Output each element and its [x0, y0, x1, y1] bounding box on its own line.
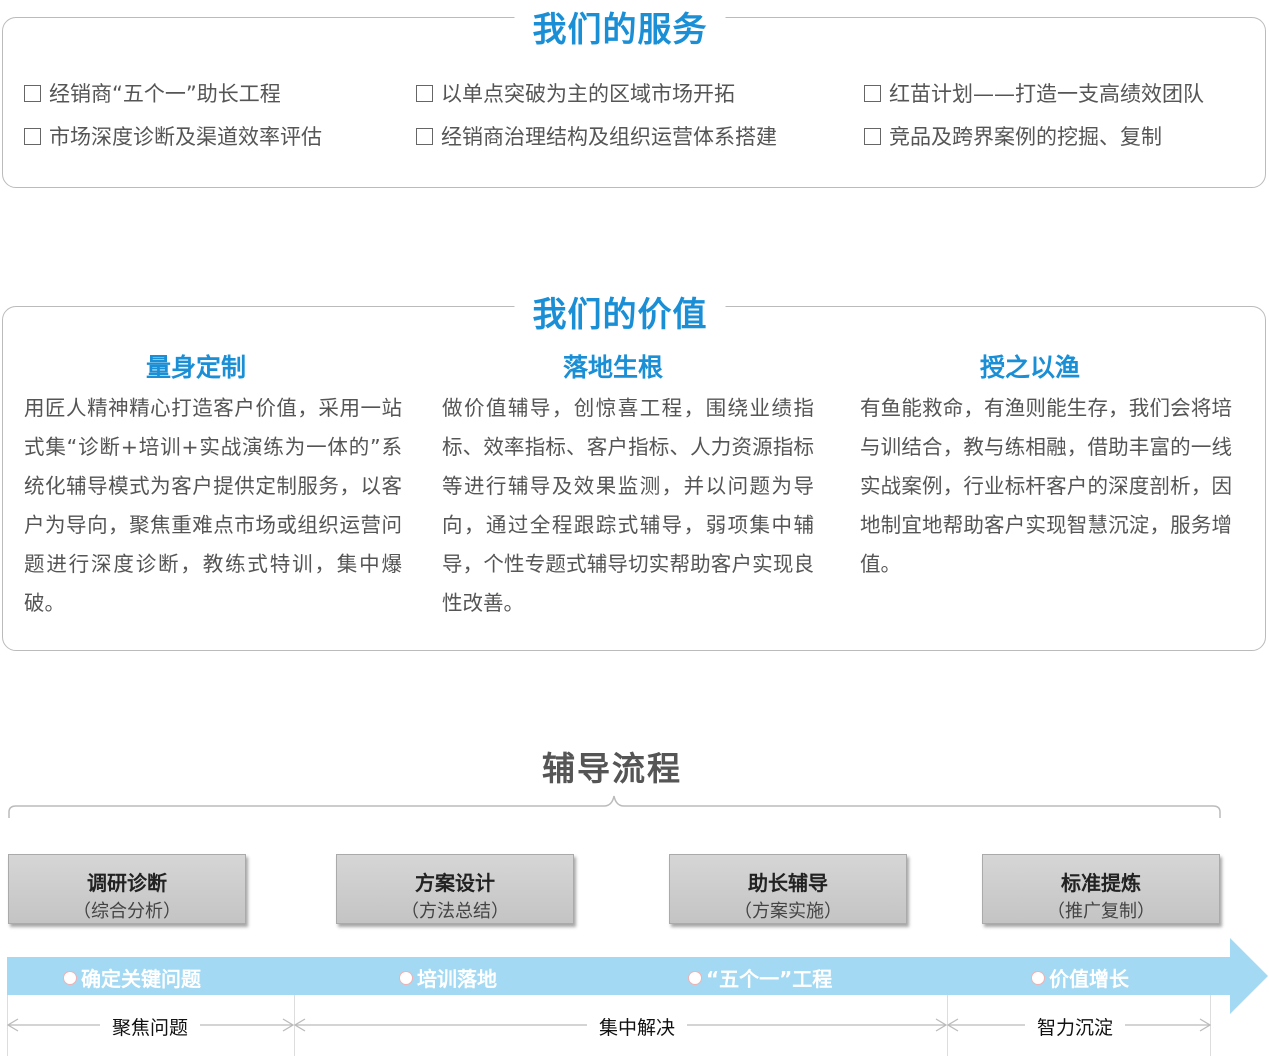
service-item: 红苗计划——打造一支高绩效团队	[864, 78, 1204, 108]
step-sub: （方法总结）	[401, 901, 509, 922]
milestone: “五个一”工程	[688, 963, 832, 992]
process-title: 辅导流程	[542, 749, 682, 788]
step-name: 标准提炼	[1061, 871, 1141, 895]
service-item: 经销商治理结构及组织运营体系搭建	[416, 121, 777, 151]
checkbox-icon	[416, 84, 433, 102]
milestone-label: “五个一”工程	[706, 967, 833, 991]
service-item: 经销商“五个一”助长工程	[24, 78, 281, 108]
step-sub: （推广复制）	[1047, 901, 1155, 922]
arrow-head-icon	[1230, 938, 1268, 1014]
service-label: 经销商“五个一”助长工程	[49, 82, 281, 106]
step-sub: （方案实施）	[734, 901, 842, 922]
checkbox-icon	[864, 127, 881, 145]
checkbox-icon	[864, 84, 881, 102]
service-item: 市场深度诊断及渠道效率评估	[24, 121, 322, 151]
milestone: 价值增长	[1031, 963, 1129, 992]
circle-icon	[399, 970, 413, 985]
step-coaching: 助长辅导 （方案实施）	[669, 854, 907, 924]
phase-label: 聚焦问题	[99, 1013, 201, 1040]
step-name: 方案设计	[415, 871, 495, 895]
milestone: 确定关键问题	[63, 963, 201, 992]
circle-icon	[63, 970, 77, 985]
value-heading: 量身定制	[145, 353, 247, 382]
service-label: 以单点突破为主的区域市场开拓	[441, 82, 735, 106]
value-text: 用匠人精神精心打造客户价值，采用一站式集“诊断+培训+实战演练为一体的”系统化辅…	[24, 396, 402, 615]
milestone: 培训落地	[399, 963, 497, 992]
brace-divider	[8, 795, 1221, 818]
divider	[947, 995, 948, 1056]
checkbox-icon	[24, 84, 41, 102]
step-standardize: 标准提炼 （推广复制）	[982, 854, 1220, 924]
step-name: 调研诊断	[87, 871, 167, 895]
value-heading: 落地生根	[562, 353, 664, 382]
divider	[294, 995, 295, 1056]
service-label: 竞品及跨界案例的挖掘、复制	[889, 125, 1162, 149]
phase-label: 智力沉淀	[1024, 1013, 1126, 1040]
step-name: 助长辅导	[748, 871, 828, 895]
step-research-diagnosis: 调研诊断 （综合分析）	[8, 854, 246, 924]
service-item: 以单点突破为主的区域市场开拓	[416, 78, 735, 108]
divider	[7, 995, 8, 1056]
milestone-label: 培训落地	[417, 967, 497, 991]
service-label: 经销商治理结构及组织运营体系搭建	[441, 125, 777, 149]
value-heading: 授之以渔	[979, 353, 1081, 382]
checkbox-icon	[416, 127, 433, 145]
milestone-label: 价值增长	[1049, 967, 1129, 991]
checkbox-icon	[24, 127, 41, 145]
phase-label: 集中解决	[586, 1013, 688, 1040]
timeline-arrow-band	[7, 957, 1233, 995]
step-sub: （综合分析）	[73, 901, 181, 922]
value-text: 有鱼能救命，有渔则能生存，我们会将培与训结合，教与练相融，借助丰富的一线实战案例…	[860, 396, 1232, 576]
value-text: 做价值辅导，创惊喜工程，围绕业绩指标、效率指标、客户指标、人力资源指标等进行辅导…	[442, 396, 814, 615]
circle-icon	[688, 970, 702, 985]
step-plan-design: 方案设计 （方法总结）	[336, 854, 574, 924]
service-label: 红苗计划——打造一支高绩效团队	[889, 82, 1204, 106]
values-title: 我们的价值	[514, 287, 726, 336]
service-item: 竞品及跨界案例的挖掘、复制	[864, 121, 1162, 151]
milestone-label: 确定关键问题	[81, 967, 201, 991]
circle-icon	[1031, 970, 1045, 985]
services-title: 我们的服务	[514, 2, 726, 51]
divider	[1210, 995, 1211, 1056]
service-label: 市场深度诊断及渠道效率评估	[49, 125, 322, 149]
